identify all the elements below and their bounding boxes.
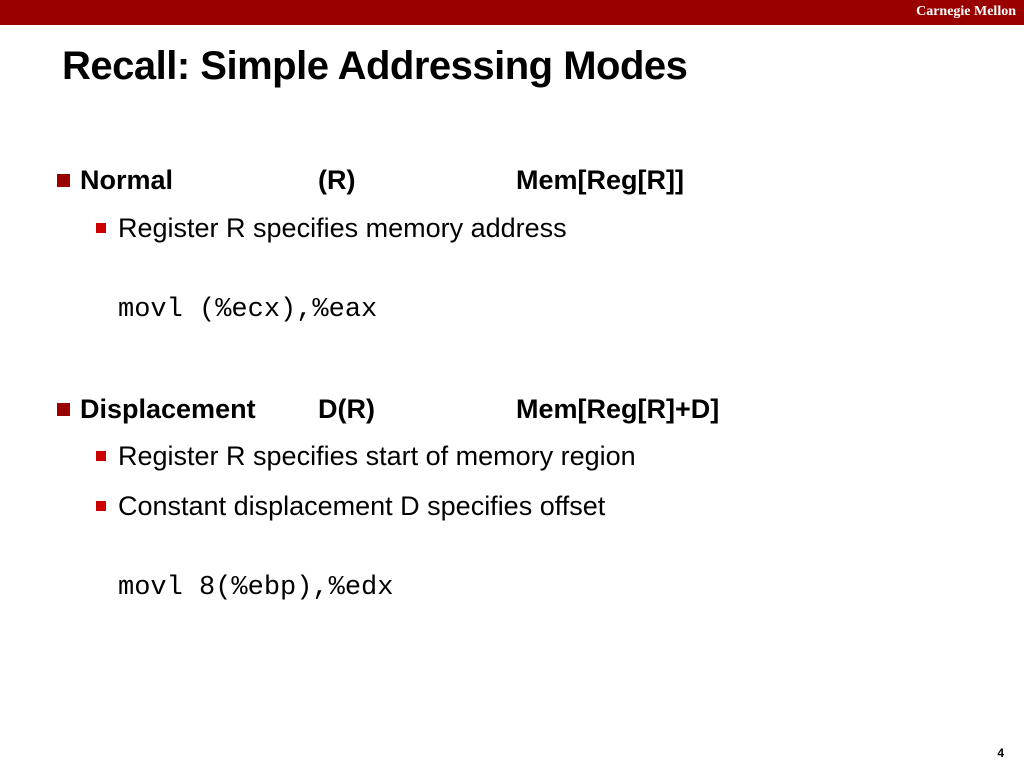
- mode-detail: Register R specifies start of memory reg…: [118, 441, 636, 471]
- square-bullet-icon: [96, 501, 108, 513]
- square-bullet-icon: [57, 403, 71, 417]
- mode-name: Normal: [80, 165, 174, 195]
- mode-detail: Constant displacement D specifies offset: [118, 491, 606, 521]
- code-example: movl 8(%ebp),%edx: [118, 573, 394, 603]
- mode-meaning: Mem[Reg[R]+D]: [516, 394, 720, 424]
- mode-name: Displacement: [80, 394, 256, 424]
- code-example: movl (%ecx),%eax: [118, 295, 378, 325]
- header-bar: Carnegie Mellon: [0, 0, 1024, 25]
- square-bullet-icon: [96, 223, 108, 235]
- square-bullet-icon: [96, 451, 108, 463]
- mode-syntax: (R): [318, 165, 356, 195]
- square-bullet-icon: [57, 174, 71, 188]
- page-number: 4: [997, 746, 1004, 760]
- brand-label: Carnegie Mellon: [916, 4, 1016, 19]
- mode-detail: Register R specifies memory address: [118, 213, 567, 243]
- mode-meaning: Mem[Reg[R]]: [516, 165, 684, 195]
- mode-syntax: D(R): [318, 394, 375, 424]
- slide-title: Recall: Simple Addressing Modes: [62, 44, 688, 88]
